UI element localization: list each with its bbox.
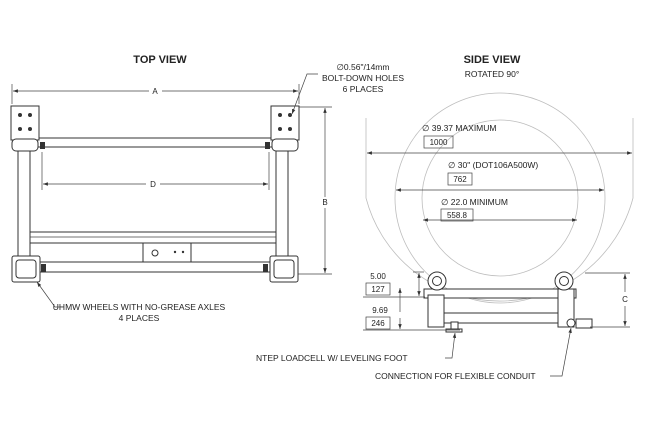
bolt-hole [18, 113, 22, 117]
side-view-subtitle: ROTATED 90° [465, 69, 520, 79]
bolt-hole [288, 127, 292, 131]
dim-a-label: A [152, 87, 158, 96]
conduit-callout: CONNECTION FOR FLEXIBLE CONDUIT [375, 371, 536, 381]
min-cylinder-outline [421, 119, 579, 277]
top-view-title: TOP VIEW [133, 54, 187, 66]
offset-dim-metric: 246 [371, 319, 385, 328]
side-frame-rail [423, 288, 577, 299]
leveling-foot-pad [445, 328, 463, 333]
bolt-hole [278, 127, 282, 131]
dim-b-label: B [322, 198, 327, 207]
bottom-left-wheel [15, 259, 37, 279]
hole-callout-leader [291, 73, 318, 115]
top-right-mount-plate [270, 105, 300, 141]
conduit-connector [566, 318, 576, 328]
junction-box-gland [151, 249, 159, 257]
conduit-fitting [575, 318, 593, 329]
offset-dim-metric-box [365, 316, 391, 330]
top-right-wheel [271, 138, 299, 152]
dim-d-label: D [150, 180, 156, 189]
bottom-crossbar [29, 261, 277, 273]
hole-callout-line-3: 6 PLACES [343, 84, 384, 94]
max-diameter-metric: 1000 [430, 138, 448, 147]
side-view: SIDE VIEW ROTATED 90° ∅ 39.37 MAXIMUM 10… [256, 54, 634, 381]
axle-cap [263, 264, 268, 272]
mid-diameter-metric-box [447, 172, 473, 186]
loadcell-callout-leader [445, 332, 457, 359]
offset-dim-value: 9.69 [372, 306, 388, 315]
min-diameter-label: ∅ 22.0 MINIMUM [441, 197, 508, 207]
right-side-rail [275, 139, 289, 273]
top-crossbar [29, 137, 277, 148]
junction-box [142, 242, 192, 263]
wheel-callout-leader [36, 281, 64, 308]
loadcell-callout: NTEP LOADCELL W/ LEVELING FOOT [256, 353, 408, 363]
max-cylinder-outline [365, 118, 634, 302]
middle-crossbar [29, 231, 277, 244]
height-dim-metric-box [365, 282, 391, 296]
bolt-hole [28, 113, 32, 117]
left-leg [427, 294, 445, 328]
axle-cap [40, 142, 45, 149]
axle-cap [265, 142, 270, 149]
bolt-hole [278, 113, 282, 117]
junction-box-screw [173, 250, 177, 254]
min-diameter-metric: 558.8 [447, 211, 468, 220]
wheel-callout-line-1: UHMW WHEELS WITH NO-GREASE AXLES [53, 302, 226, 312]
dim-c-label: C [622, 295, 628, 304]
bolt-hole [18, 127, 22, 131]
right-wheel-hub [559, 276, 569, 286]
top-left-mount-plate [10, 105, 40, 141]
axle-cap [41, 264, 46, 272]
top-left-wheel [11, 138, 39, 152]
bolt-hole [28, 127, 32, 131]
hole-callout-line-2: BOLT-DOWN HOLES [322, 73, 404, 83]
max-diameter-metric-box [423, 135, 454, 149]
side-view-title: SIDE VIEW [464, 54, 521, 66]
height-dim-metric: 127 [371, 285, 385, 294]
hole-callout-line-1: ∅0.56"/14mm [337, 62, 390, 72]
lower-frame [443, 312, 559, 324]
conduit-callout-leader [550, 327, 572, 377]
min-diameter-metric-box [440, 208, 474, 222]
mid-diameter-label: ∅ 30" (DOT106A500W) [448, 160, 538, 170]
max-diameter-label: ∅ 39.37 MAXIMUM [422, 123, 496, 133]
top-view: TOP VIEW A B D [10, 54, 404, 323]
bolt-hole [288, 113, 292, 117]
junction-box-screw [181, 250, 185, 254]
mid-cylinder-outline [394, 92, 606, 304]
height-dim-value: 5.00 [370, 272, 386, 281]
left-wheel-hub [432, 276, 442, 286]
mid-diameter-metric: 762 [453, 175, 467, 184]
bottom-right-wheel [273, 259, 295, 279]
wheel-callout-line-2: 4 PLACES [119, 313, 160, 323]
left-side-rail [17, 139, 31, 273]
